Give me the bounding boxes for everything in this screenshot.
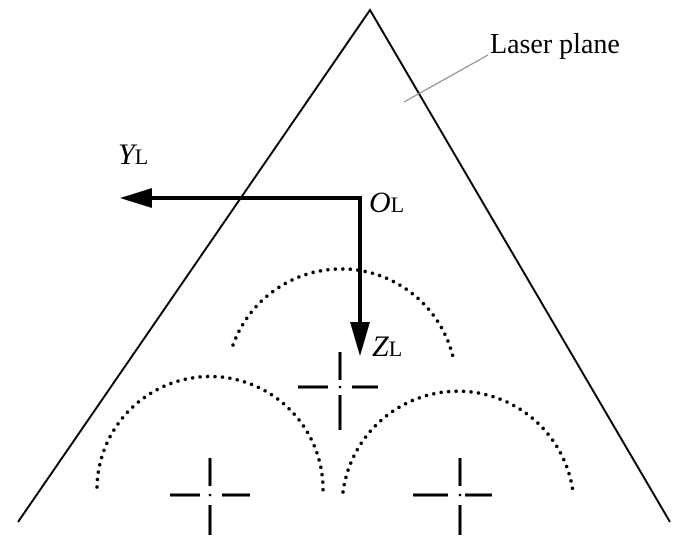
laser-plane-label: Laser plane <box>490 29 620 60</box>
y-arrowhead <box>120 188 152 208</box>
arc-top <box>231 267 455 359</box>
center-marks <box>170 352 492 535</box>
z-axis-label: ZL <box>372 330 402 363</box>
origin-label: OL <box>369 186 404 219</box>
leader-line <box>403 54 489 103</box>
center-mark-left <box>170 458 250 535</box>
z-arrowhead <box>350 322 370 356</box>
center-mark-top <box>298 352 378 430</box>
laser-plane-triangle <box>17 8 671 523</box>
center-mark-right <box>413 458 492 535</box>
arc-right <box>341 389 575 494</box>
arc-left <box>95 374 325 494</box>
y-axis-label: YL <box>118 138 148 171</box>
